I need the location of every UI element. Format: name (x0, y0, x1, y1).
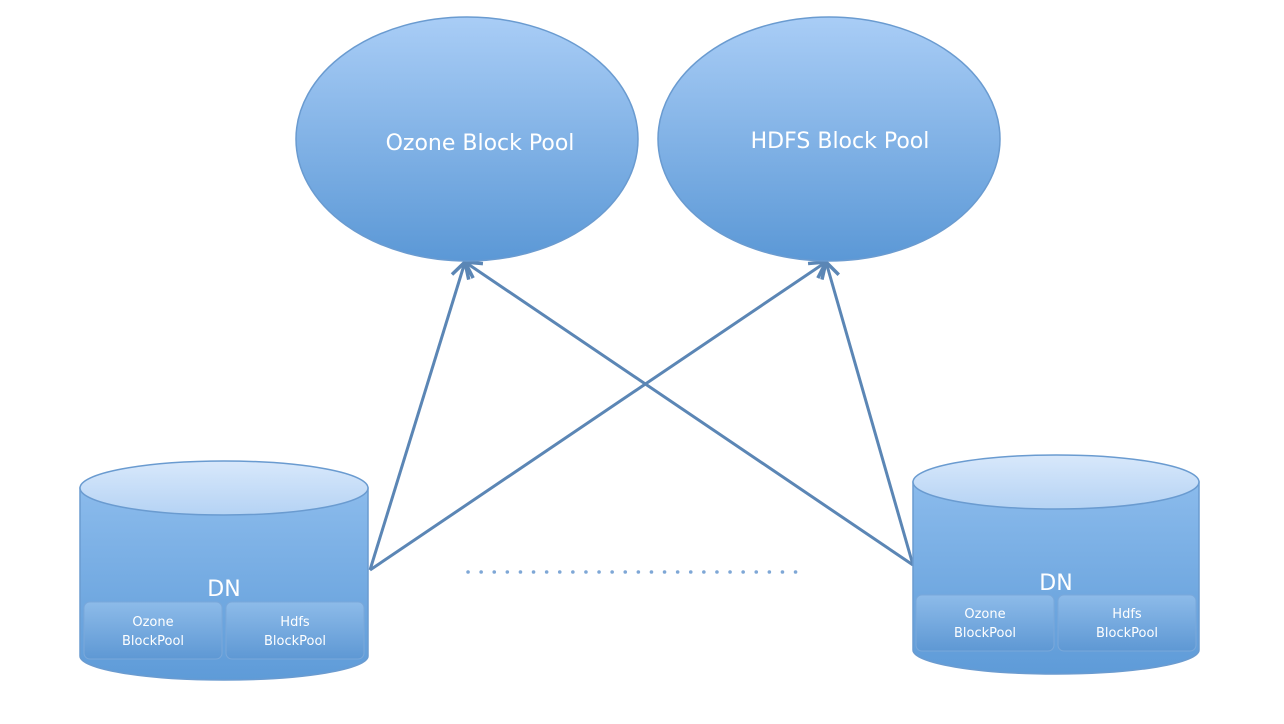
ozone-pool-label: Ozone Block Pool (386, 131, 575, 156)
arrow-dn1-to-ozone-pool (368, 262, 465, 571)
datanode-right-hdfs-line1: Hdfs (1112, 607, 1142, 622)
arrow-dn2-to-hdfs-pool (826, 262, 915, 566)
datanode-left-label: DN (207, 577, 240, 602)
datanode-left-hdfs-line2: BlockPool (264, 634, 326, 649)
datanode-left-ozone-blockpool (83, 601, 223, 660)
datanode-left-hdfs-blockpool (225, 601, 365, 660)
arrow-dn1-to-hdfs-pool (369, 262, 826, 572)
datanode-right-cylinder-top (912, 454, 1200, 510)
datanode-right-ozone-line1: Ozone (964, 607, 1005, 622)
datanode-right-ozone-line2: BlockPool (954, 626, 1016, 641)
datanode-right-hdfs-line2: BlockPool (1096, 626, 1158, 641)
datanode-left: DN Ozone BlockPool Hdfs BlockPool (79, 460, 369, 681)
ozone-block-pool: Ozone Block Pool (295, 16, 639, 262)
hdfs-pool-ellipse (657, 16, 1001, 262)
hdfs-block-pool: HDFS Block Pool (657, 16, 1001, 262)
ozone-pool-ellipse (295, 16, 639, 262)
hdfs-pool-label: HDFS Block Pool (751, 129, 930, 154)
datanode-right-hdfs-blockpool (1057, 594, 1197, 652)
datanode-right-ozone-blockpool (915, 594, 1055, 652)
datanode-left-ozone-line2: BlockPool (122, 634, 184, 649)
datanode-right-label: DN (1039, 571, 1072, 596)
connection-arrows (368, 262, 915, 572)
datanode-left-cylinder-top (79, 460, 369, 516)
arrow-dn2-to-ozone-pool (465, 262, 914, 567)
datanode-left-ozone-line1: Ozone (132, 615, 173, 630)
datanode-right: DN Ozone BlockPool Hdfs BlockPool (912, 454, 1200, 675)
datanode-left-hdfs-line1: Hdfs (280, 615, 310, 630)
